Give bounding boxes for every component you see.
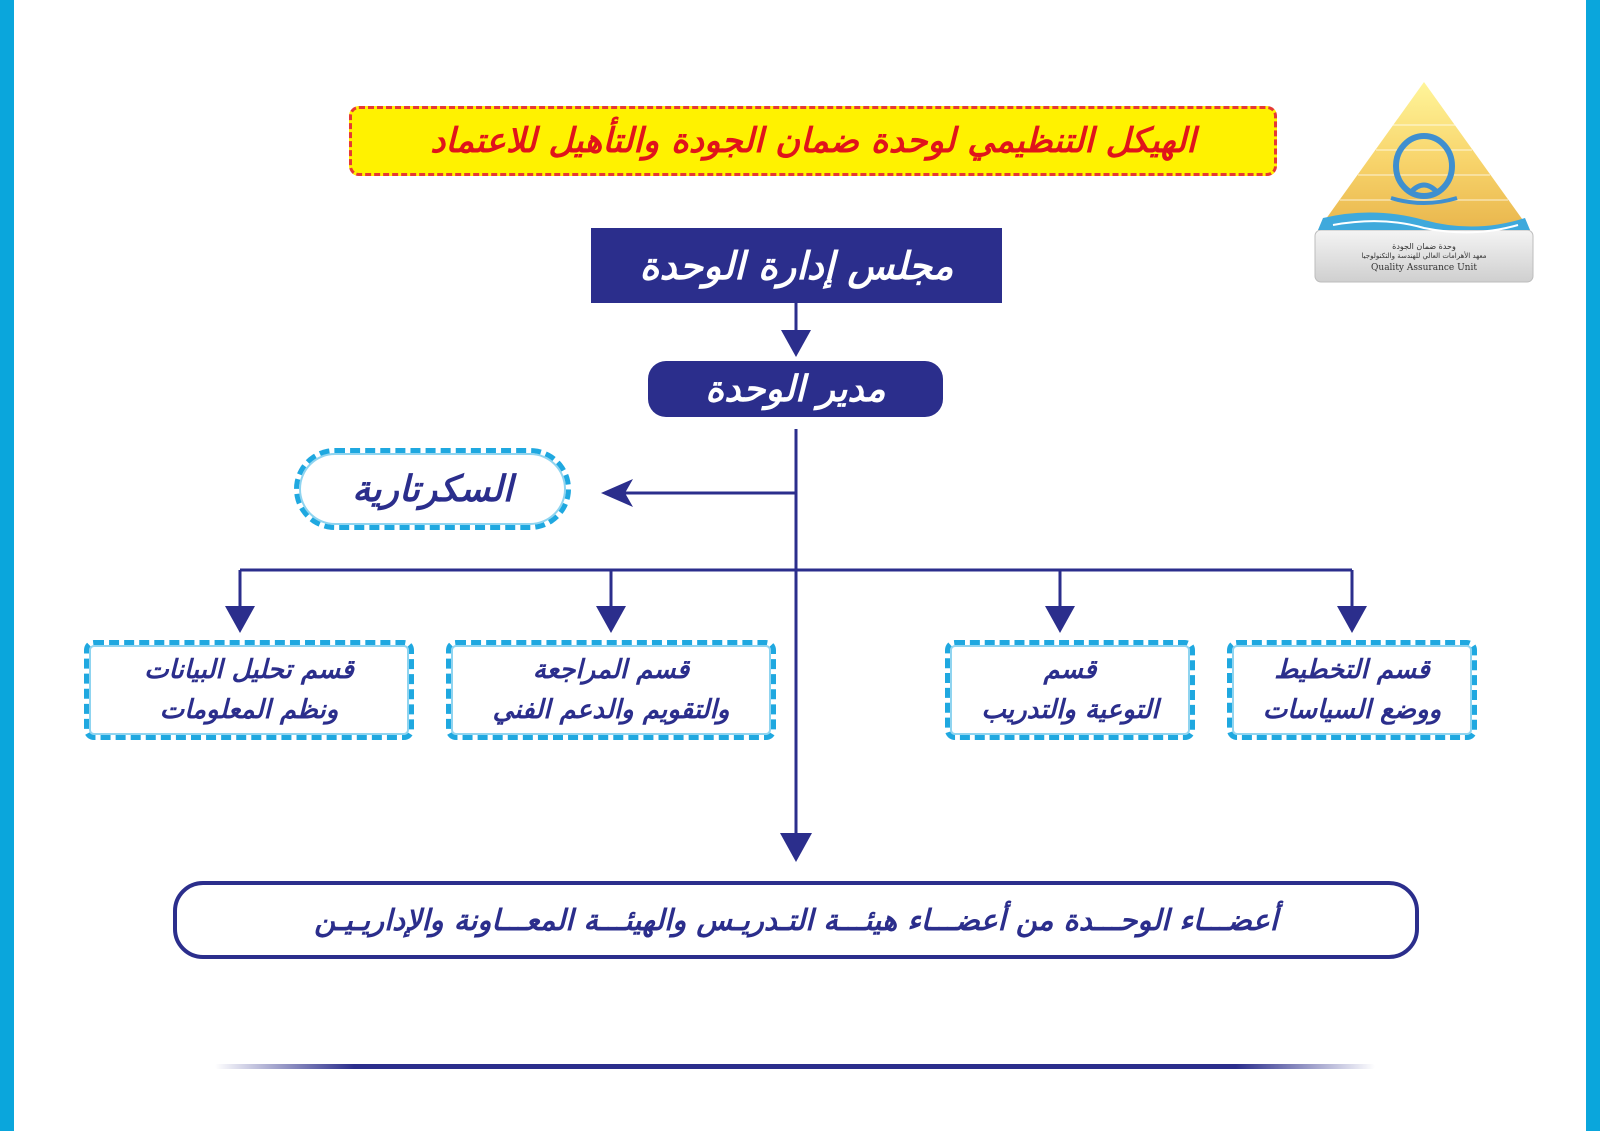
node-board-label: مجلس إدارة الوحدة	[639, 243, 954, 288]
node-dept-training: قسم التوعية والتدريب	[945, 640, 1195, 740]
arrowhead-planning	[1337, 606, 1367, 633]
node-dept-planning: قسم التخطيط ووضع السياسات	[1227, 640, 1477, 740]
node-director-label: مدير الوحدة	[705, 368, 886, 410]
dept-review-line1: قسم المراجعة	[532, 655, 690, 685]
dept-data-line1: قسم تحليل البيانات	[144, 655, 354, 685]
dept-planning-line2: ووضع السياسات	[1262, 695, 1442, 725]
dept-review-line2: والتقويم والدعم الفني	[492, 695, 730, 725]
arrowhead-director	[781, 330, 811, 357]
node-secretariat-label: السكرتارية	[352, 468, 513, 510]
diagram-title: الهيكل التنظيمي لوحدة ضمان الجودة والتأه…	[430, 121, 1196, 161]
dept-data-line2: ونظم المعلومات	[159, 695, 339, 725]
arrowhead-data	[225, 606, 255, 633]
dept-planning-line1: قسم التخطيط	[1274, 655, 1430, 685]
node-secretariat: السكرتارية	[294, 448, 571, 530]
dept-training-line1: قسم	[1043, 655, 1097, 685]
node-members: أعضـــاء الوحـــدة من أعضـــاء هيئـــة ا…	[173, 881, 1419, 959]
node-board: مجلس إدارة الوحدة	[591, 228, 1002, 303]
arrowhead-training	[1045, 606, 1075, 633]
node-dept-review: قسم المراجعة والتقويم والدعم الفني	[446, 640, 776, 740]
logo-caption-arabic-1: وحدة ضمان الجودة	[1392, 242, 1456, 251]
logo-caption-english: Quality Assurance Unit	[1371, 263, 1477, 273]
dept-training-line2: التوعية والتدريب	[981, 695, 1159, 725]
pyramid-logo-icon	[1314, 82, 1534, 283]
title-banner: الهيكل التنظيمي لوحدة ضمان الجودة والتأه…	[349, 106, 1277, 176]
arrowhead-review	[596, 606, 626, 633]
node-director: مدير الوحدة	[648, 361, 943, 417]
arrowhead-members	[780, 833, 812, 862]
node-dept-data: قسم تحليل البيانات ونظم المعلومات	[84, 640, 414, 740]
quality-unit-logo: وحدة ضمان الجودة معهد الأهرامات العالي ل…	[1313, 80, 1535, 285]
bottom-divider	[215, 1064, 1375, 1069]
node-members-label: أعضـــاء الوحـــدة من أعضـــاء هيئـــة ا…	[314, 903, 1278, 937]
arrowhead-secretariat	[601, 479, 633, 507]
logo-caption-arabic-2: معهد الأهرامات العالي للهندسة والتكنولوج…	[1361, 252, 1487, 260]
